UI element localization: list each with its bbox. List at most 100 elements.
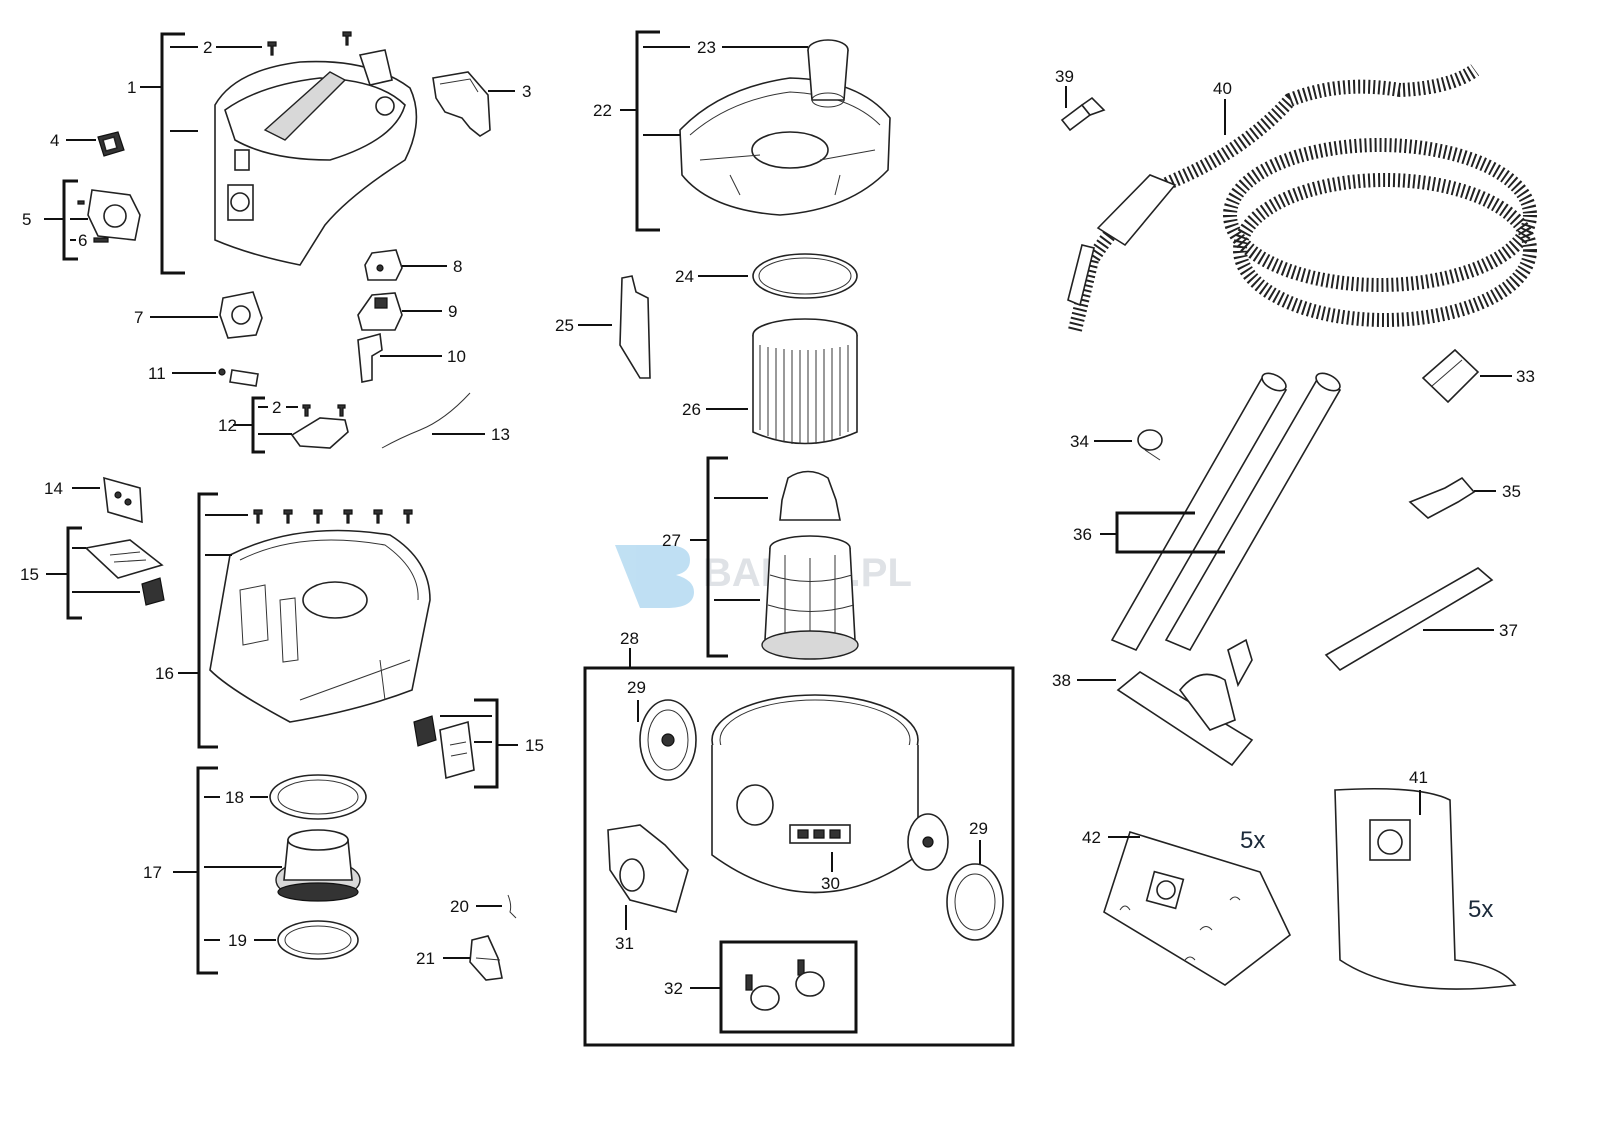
label-36: 36 xyxy=(1073,525,1092,544)
part-3-handle-clip xyxy=(432,71,491,137)
label-16: 16 xyxy=(155,664,174,683)
label-34: 34 xyxy=(1070,432,1089,451)
part-23-float-valve xyxy=(807,39,849,108)
label-42: 42 xyxy=(1082,828,1101,847)
part-30-tank xyxy=(711,694,919,894)
label-23: 23 xyxy=(697,38,716,57)
label-19: 19 xyxy=(228,931,247,950)
bracket-1 xyxy=(160,32,185,275)
label-37: 37 xyxy=(1499,621,1518,640)
part-8-button xyxy=(364,249,403,281)
part-10-lever xyxy=(357,332,383,383)
part-32-castors xyxy=(745,959,825,1011)
part-27-float-cage xyxy=(761,470,859,660)
label-15: 15 xyxy=(20,565,39,584)
part-38-floor-nozzle xyxy=(1116,638,1254,767)
box-32-castors xyxy=(719,940,858,1034)
part-24-filter-seal xyxy=(752,253,858,299)
label-21: 21 xyxy=(416,949,435,968)
bracket-22 xyxy=(635,30,660,232)
part-15-cover-left xyxy=(84,539,165,606)
bracket-15-left xyxy=(66,526,82,620)
part-20-pin xyxy=(507,894,517,919)
label-5: 5 xyxy=(22,210,31,229)
bracket-15-right xyxy=(474,698,499,789)
part-15-cover-right xyxy=(413,715,475,780)
label-17: 17 xyxy=(143,863,162,882)
label-33: 33 xyxy=(1516,367,1535,386)
part-34-clip xyxy=(1137,429,1163,461)
watermark: BAHCO.PL xyxy=(615,545,912,608)
bracket-16 xyxy=(197,492,218,749)
part-29-wheel-left xyxy=(639,699,697,781)
part-16-motor-housing xyxy=(209,509,431,723)
label-13: 13 xyxy=(491,425,510,444)
part-36-extension-tubes xyxy=(1110,372,1342,652)
part-4-switch xyxy=(97,131,125,157)
label-27: 27 xyxy=(662,531,681,550)
label-6: 6 xyxy=(78,231,87,250)
label-12: 12 xyxy=(218,416,237,435)
box-28-tank-assembly xyxy=(583,666,1015,1047)
label-10: 10 xyxy=(447,347,466,366)
label-32: 32 xyxy=(664,979,683,998)
label-8: 8 xyxy=(453,257,462,276)
label-26: 26 xyxy=(682,400,701,419)
label-29b: 29 xyxy=(969,819,988,838)
part-17-motor xyxy=(275,829,361,902)
part-25-flap-valve xyxy=(619,275,651,379)
part-35-nozzle xyxy=(1408,476,1476,519)
label-11: 11 xyxy=(148,364,166,383)
part-33-adapter xyxy=(1421,348,1480,404)
quantity-bags-42: 5x xyxy=(1240,827,1265,854)
quantity-bags-41: 5x xyxy=(1468,896,1493,923)
label-3: 3 xyxy=(522,82,531,101)
part-21-bracket xyxy=(469,935,503,981)
label-38: 38 xyxy=(1052,671,1071,690)
label-35: 35 xyxy=(1502,482,1521,501)
label-2b: 2 xyxy=(272,398,281,417)
part-16-screws xyxy=(253,509,413,524)
part-7-motor-plate xyxy=(219,291,263,339)
part-39-adapter xyxy=(1060,96,1106,132)
label-1: 1 xyxy=(127,78,136,97)
part-19-gasket xyxy=(277,920,359,960)
label-28: 28 xyxy=(620,629,639,648)
part-42-dust-bag xyxy=(1103,831,1292,986)
label-4: 4 xyxy=(50,131,59,150)
part-6-screw xyxy=(93,237,109,243)
label-40: 40 xyxy=(1213,79,1232,98)
part-18-seal-ring xyxy=(269,774,367,820)
part-22-filter-cage-head xyxy=(679,77,891,216)
part-29-wheel-cap xyxy=(946,863,1004,941)
part-37-crevice-tool xyxy=(1324,567,1494,672)
part-41-filter-bag xyxy=(1334,787,1517,990)
label-15b: 15 xyxy=(525,736,544,755)
bracket-17 xyxy=(196,766,218,975)
part-9-latch xyxy=(357,292,403,331)
part-1-top-cover xyxy=(214,49,418,266)
part-2-screws-top xyxy=(267,31,352,56)
part-26-cartridge-filter xyxy=(752,318,858,445)
label-2: 2 xyxy=(203,38,212,57)
bracket-27 xyxy=(706,456,728,658)
label-30: 30 xyxy=(821,874,840,893)
label-22: 22 xyxy=(593,101,612,120)
part-13-cable xyxy=(381,392,471,449)
part-40-hose xyxy=(1067,64,1537,332)
part-31-handle xyxy=(607,824,689,913)
part-12-cord-clamp xyxy=(290,404,349,449)
label-24: 24 xyxy=(675,267,694,286)
label-18: 18 xyxy=(225,788,244,807)
label-41: 41 xyxy=(1409,768,1428,787)
part-11-connector xyxy=(218,368,259,387)
label-14: 14 xyxy=(44,479,63,498)
label-31: 31 xyxy=(615,934,634,953)
part-5-socket xyxy=(77,189,141,241)
bracket-36 xyxy=(1115,511,1225,554)
label-39: 39 xyxy=(1055,67,1074,86)
label-25: 25 xyxy=(555,316,574,335)
label-7: 7 xyxy=(134,308,143,327)
label-29: 29 xyxy=(627,678,646,697)
